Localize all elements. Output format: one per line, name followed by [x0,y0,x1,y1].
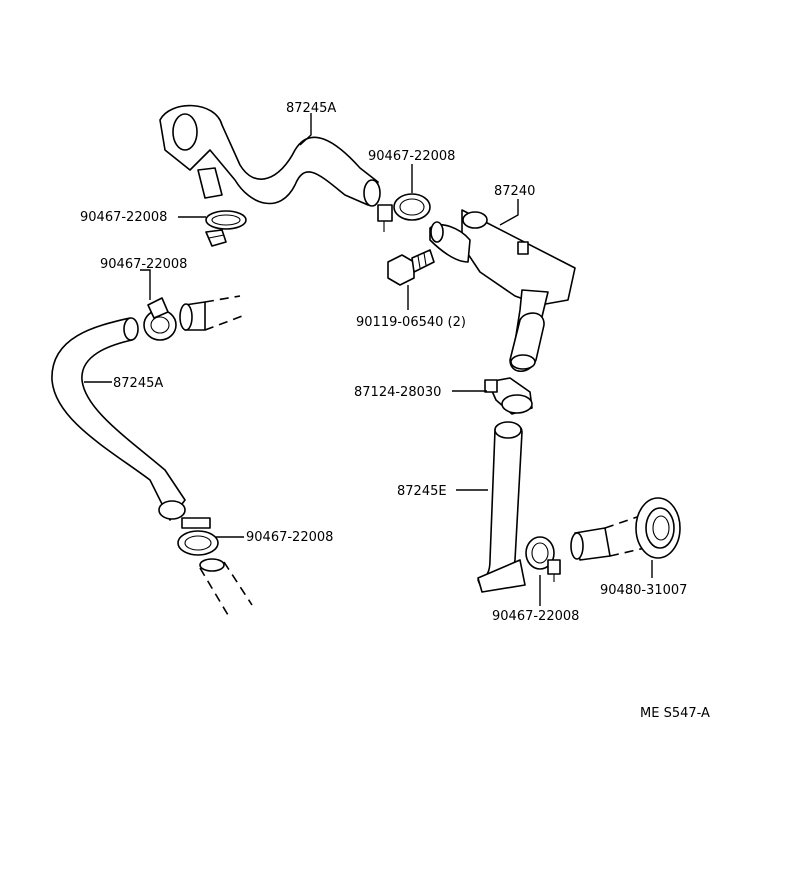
label-clip: 87124-28030 [354,385,441,400]
label-valve: 87240 [494,184,535,199]
label-clamp-lower-left: 90467-22008 [246,530,333,545]
bolt [387,249,435,286]
clamp-lower-left [177,517,219,556]
label-clamp-upper-left: 90467-22008 [80,210,167,225]
clamp-lower-right [525,536,561,582]
clip [484,377,533,415]
grommet [635,497,681,559]
upper-hose [159,104,381,207]
clamp-upper-left [205,210,247,247]
clamp-upper-right [377,193,431,232]
hose-extension-lower-left [199,558,253,616]
label-clamp-mid-left: 90467-22008 [100,257,187,272]
lower-hose [477,421,526,593]
hose-extension-upper-left [179,295,246,331]
label-clamp-upper-right: 90467-22008 [368,149,455,164]
label-hose-lower: 87245E [397,484,447,499]
clamp-mid-left [143,297,177,341]
label-clamp-lower-right: 90467-22008 [492,609,579,624]
valve-assembly [429,209,576,373]
leader-lines [84,113,653,606]
label-hose-left: 87245A [113,376,163,391]
left-hose [51,317,186,521]
diagram-code: ME S547-A [640,706,710,721]
label-hose-upper: 87245A [286,101,336,116]
label-bolt: 90119-06540 (2) [356,315,466,330]
pipe-to-grommet [570,515,646,561]
label-grommet: 90480-31007 [600,583,687,598]
